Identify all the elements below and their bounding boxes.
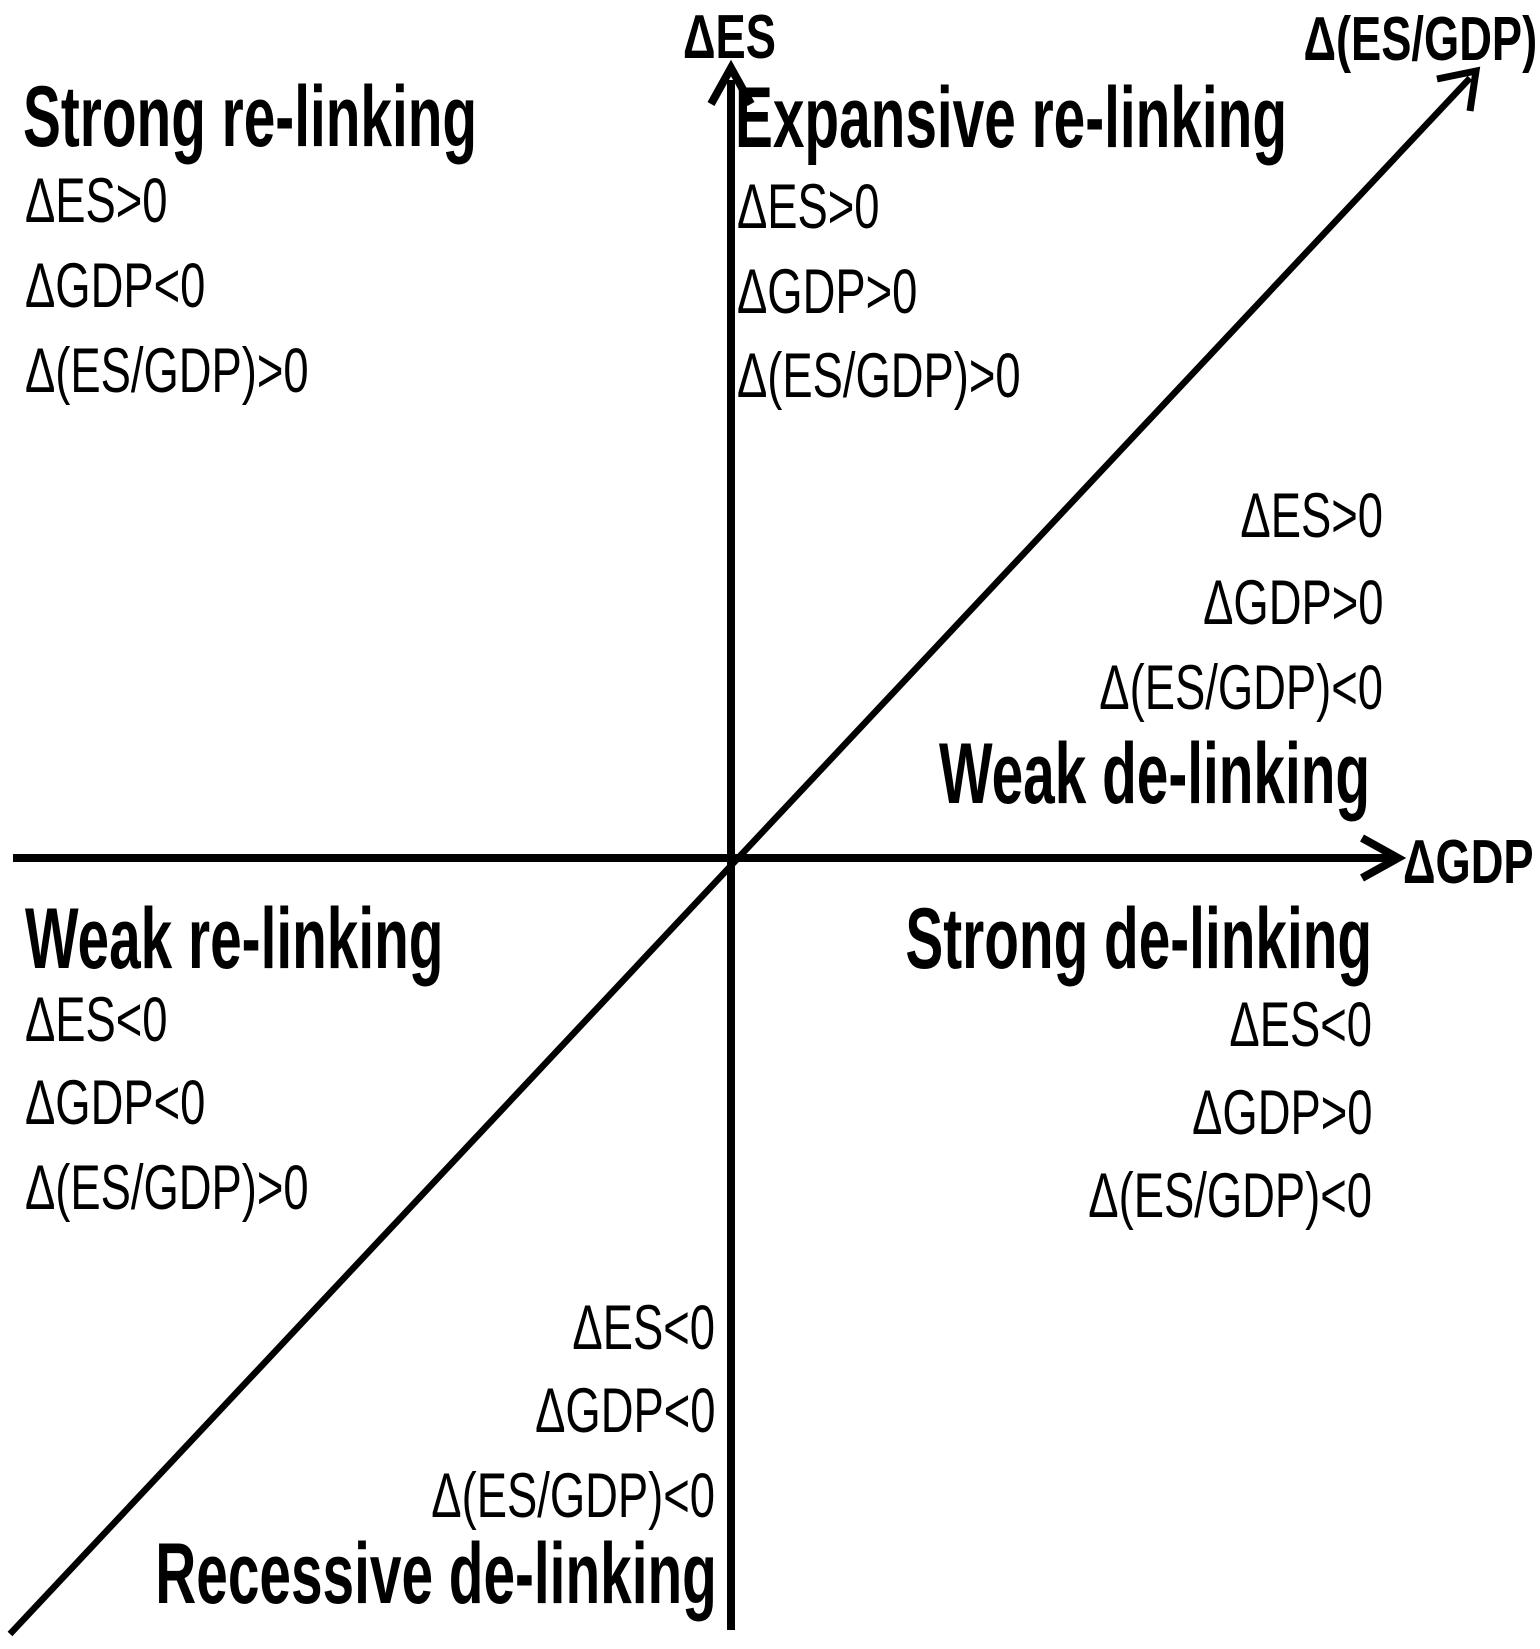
quadrant-title: Expansive re-linking: [735, 70, 1288, 166]
condition-line: Δ(ES/GDP)<0: [431, 1461, 715, 1531]
condition-line: ΔGDP<0: [534, 1376, 715, 1446]
x-axis-arrowhead-icon: [1360, 834, 1407, 882]
condition-line: Δ(ES/GDP)<0: [1099, 653, 1383, 723]
quadrant-title: Weak de-linking: [938, 726, 1370, 822]
condition-line: Δ(ES/GDP)>0: [737, 341, 1021, 411]
y-axis-label: ΔES: [683, 3, 776, 72]
condition-line: ΔGDP<0: [25, 1068, 206, 1138]
diagonal-arrowhead-icon: [1436, 66, 1481, 112]
condition-line: ΔES<0: [572, 1293, 715, 1363]
x-axis-label: ΔGDP: [1403, 828, 1534, 897]
quadrant-title: Strong de-linking: [905, 891, 1372, 987]
condition-line: ΔES>0: [25, 166, 168, 236]
condition-line: ΔES<0: [1229, 990, 1372, 1060]
condition-line: ΔES>0: [737, 172, 880, 242]
quadrant-title: Recessive de-linking: [155, 1526, 717, 1622]
condition-line: ΔES<0: [25, 985, 168, 1055]
condition-line: ΔGDP>0: [1191, 1078, 1372, 1148]
y-axis-arrowhead-icon: [707, 59, 755, 106]
diagonal-line: [7, 75, 1473, 1637]
quadrant-title: Strong re-linking: [23, 69, 478, 165]
condition-line: Δ(ES/GDP)>0: [25, 1153, 309, 1223]
quadrant-title: Weak re-linking: [25, 891, 444, 987]
condition-line: ΔGDP>0: [737, 257, 918, 327]
condition-line: ΔGDP>0: [1202, 568, 1383, 638]
condition-line: Δ(ES/GDP)>0: [25, 336, 309, 406]
condition-line: ΔES>0: [1240, 481, 1383, 551]
diagonal-axis-label: Δ(ES/GDP): [1303, 5, 1537, 74]
condition-line: ΔGDP<0: [25, 251, 206, 321]
condition-line: Δ(ES/GDP)<0: [1088, 1161, 1372, 1231]
